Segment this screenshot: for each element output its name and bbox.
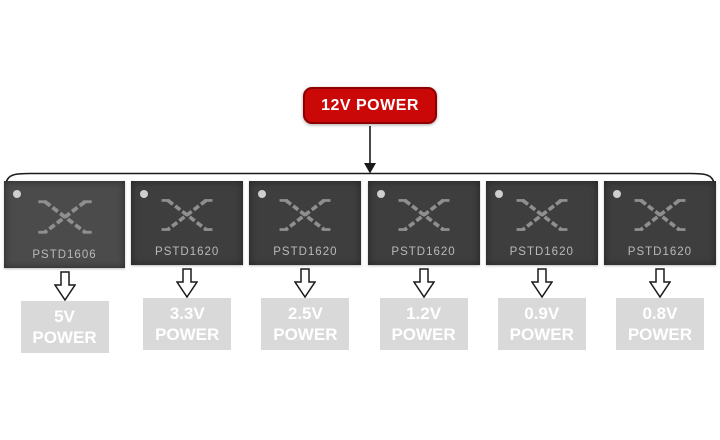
chip-pstd1620: PSTD1620 — [367, 181, 480, 265]
chip-logo-icon — [634, 199, 686, 231]
chip-logo-icon — [516, 199, 568, 231]
power-rail-column-2v5: PSTD1620 2.5V POWER — [249, 181, 362, 350]
source-arrowhead — [364, 163, 376, 174]
power-rail-column-1v2: PSTD1620 1.2V POWER — [367, 181, 480, 350]
pin1-dot-icon — [258, 190, 267, 198]
pin1-dot-icon — [376, 190, 385, 198]
output-power-label: 2.5V POWER — [261, 298, 350, 350]
regulator-row: PSTD1606 5V POWER PSTD1620 — [0, 181, 720, 353]
chip-pstd1620: PSTD1620 — [603, 181, 716, 265]
power-text: POWER — [391, 325, 456, 344]
chip-part-number: PSTD1606 — [32, 249, 97, 261]
voltage-text: 2.5V — [287, 303, 323, 323]
pin1-dot-icon — [13, 190, 21, 198]
chip-part-number: PSTD1620 — [155, 246, 220, 258]
chip-pstd1606: PSTD1606 — [4, 181, 125, 268]
voltage-text: 3.3V — [169, 303, 205, 323]
chip-part-number: PSTD1620 — [509, 246, 574, 258]
output-power-label: 0.8V POWER — [615, 298, 704, 350]
power-rail-column-0v8: PSTD1620 0.8V POWER — [603, 181, 716, 350]
output-power-label: 3.3V POWER — [143, 298, 232, 350]
power-text: POWER — [32, 328, 97, 347]
power-rail-column-5v: PSTD1606 5V POWER — [4, 181, 125, 353]
pin1-dot-icon — [494, 190, 503, 198]
source-12v-node: 12V POWER — [303, 87, 437, 124]
down-arrow-icon — [530, 268, 553, 298]
output-power-label: 0.9V POWER — [497, 298, 586, 350]
down-arrow-icon — [648, 268, 671, 298]
down-arrow-icon — [294, 268, 317, 298]
chip-logo-icon — [37, 199, 92, 234]
voltage-text: 0.8V — [642, 303, 678, 323]
output-power-label: 5V POWER — [20, 301, 109, 353]
chip-logo-icon — [398, 199, 450, 231]
down-arrow-icon — [176, 268, 199, 298]
output-power-label: 1.2V POWER — [379, 298, 468, 350]
source-label: 12V POWER — [321, 96, 419, 114]
voltage-text: 0.9V — [524, 303, 560, 323]
down-arrow-icon — [53, 271, 76, 301]
voltage-text: 1.2V — [406, 303, 442, 323]
power-text: POWER — [627, 325, 693, 344]
chip-pstd1620: PSTD1620 — [131, 181, 244, 265]
chip-pstd1620: PSTD1620 — [485, 181, 598, 265]
down-arrow-icon — [412, 268, 435, 298]
chip-pstd1620: PSTD1620 — [249, 181, 362, 265]
voltage-text: 5V — [54, 306, 75, 326]
chip-part-number: PSTD1620 — [273, 246, 338, 258]
power-text: POWER — [509, 325, 574, 344]
chip-part-number: PSTD1620 — [627, 246, 693, 258]
chip-logo-icon — [279, 199, 331, 231]
pin1-dot-icon — [612, 190, 621, 198]
pin1-dot-icon — [140, 190, 149, 198]
power-rail-column-3v3: PSTD1620 3.3V POWER — [131, 181, 244, 350]
power-rail-column-0v9: PSTD1620 0.9V POWER — [485, 181, 598, 350]
power-text: POWER — [155, 325, 220, 344]
power-text: POWER — [273, 325, 338, 344]
chip-part-number: PSTD1620 — [391, 246, 456, 258]
chip-logo-icon — [161, 199, 213, 231]
